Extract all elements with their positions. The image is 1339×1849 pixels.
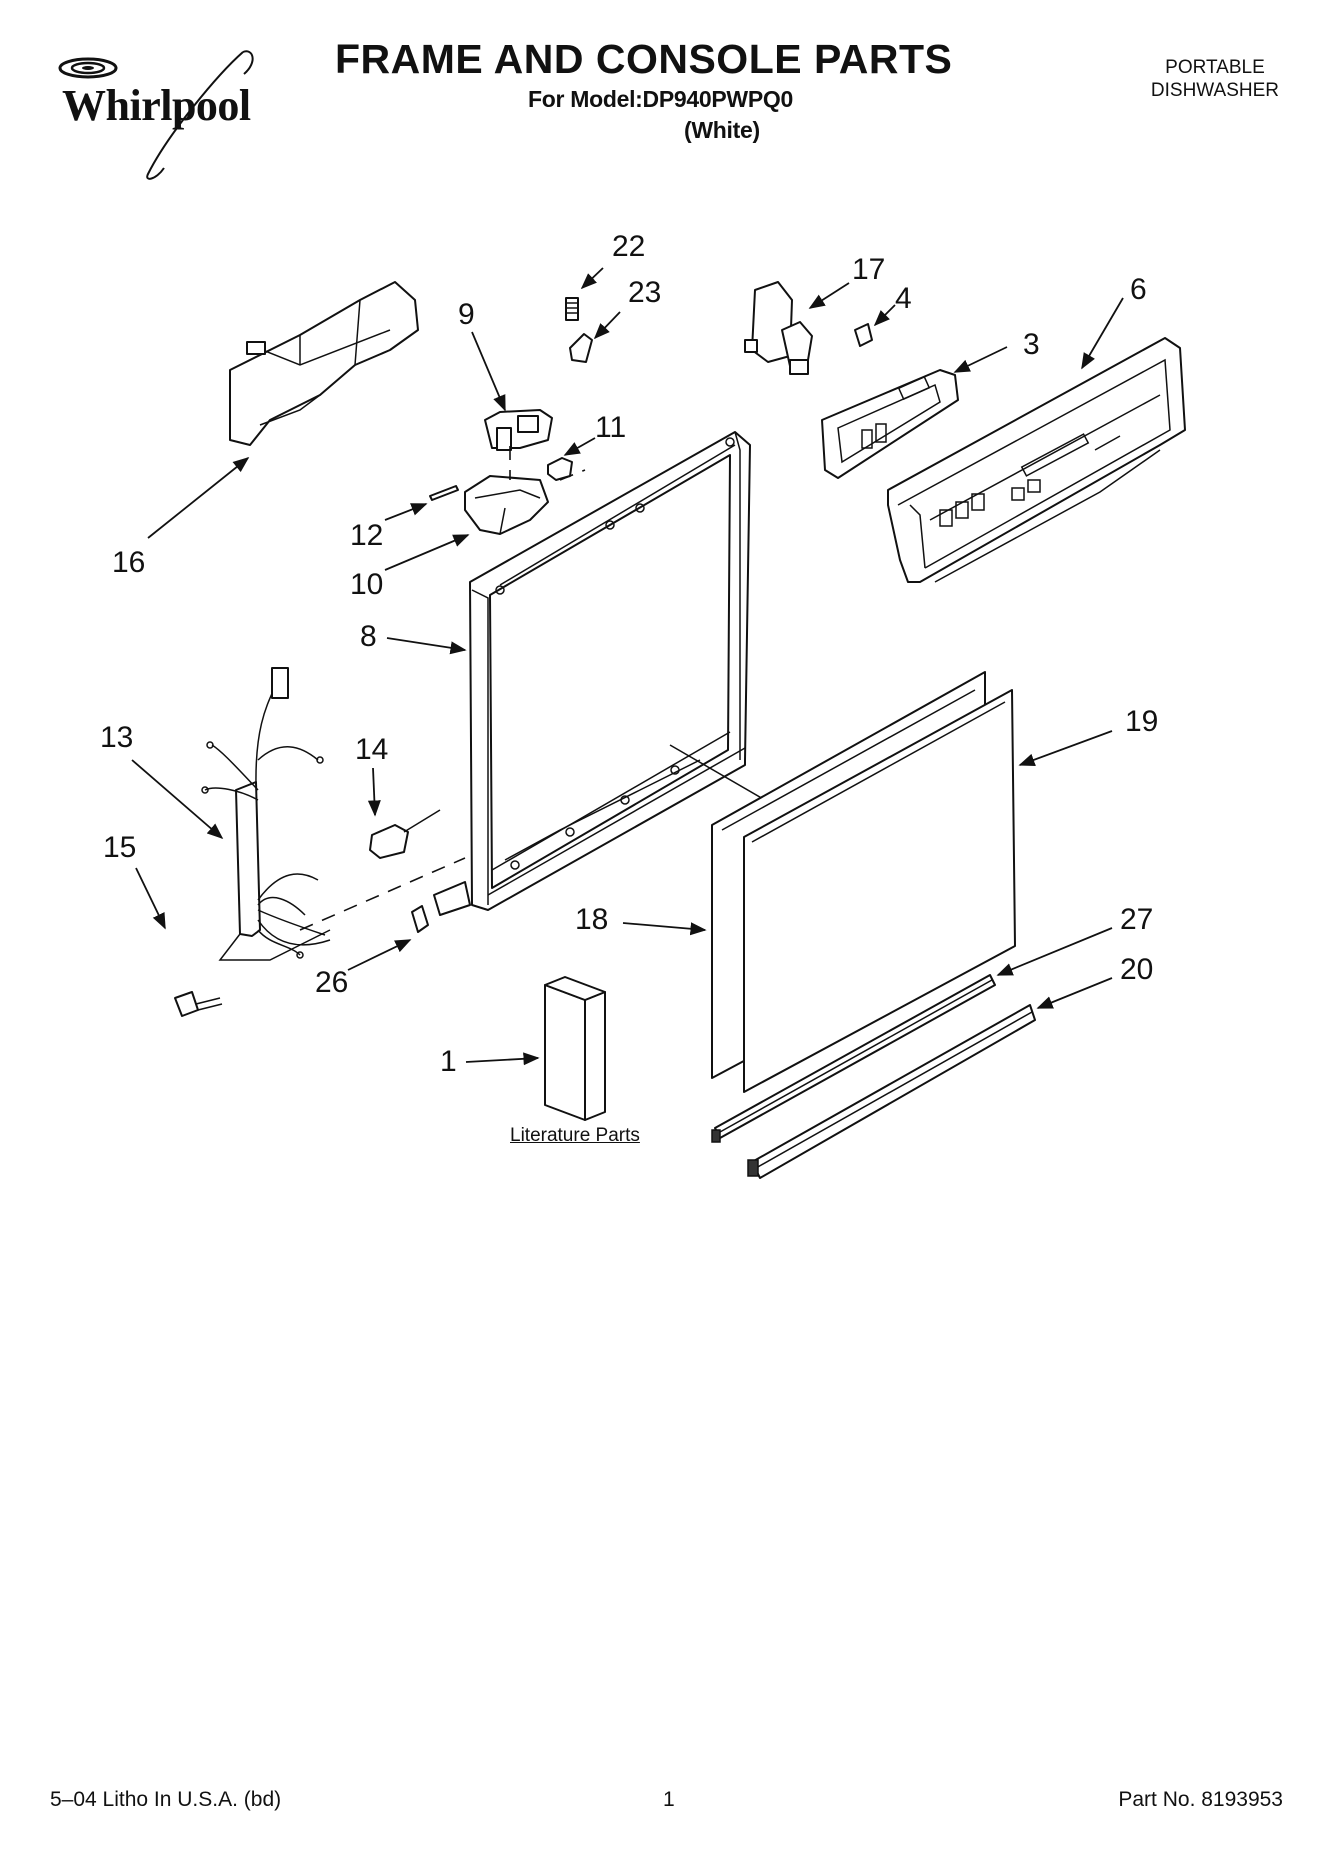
callout-16: 16 <box>112 546 146 579</box>
part-19-outer-door-panel <box>743 689 1016 1093</box>
callout-27: 27 <box>1120 903 1154 936</box>
callout-9: 9 <box>458 298 475 331</box>
callout-18: 18 <box>575 903 609 936</box>
callout-22: 22 <box>612 230 646 263</box>
footer-part-number: Part No. 8193953 <box>1118 1788 1283 1811</box>
callout-15: 15 <box>103 831 137 864</box>
footer-litho: 5–04 Litho In U.S.A. (bd) <box>50 1788 282 1811</box>
part-12-pin <box>429 485 459 501</box>
callout-1: 1 <box>440 1045 457 1078</box>
part-20-bottom-trim <box>747 1004 1036 1179</box>
product-line-1: PORTABLE <box>1165 57 1265 78</box>
callout-4: 4 <box>895 282 912 315</box>
callout-8: 8 <box>360 620 377 653</box>
part-4-clip <box>854 323 873 347</box>
callout-11: 11 <box>595 411 627 444</box>
callout-6: 6 <box>1130 273 1147 306</box>
logo-swirl-graphic <box>58 50 254 180</box>
part-14-door-switch <box>369 809 441 859</box>
part-16-cover <box>229 281 419 446</box>
page-title: FRAME AND CONSOLE PARTS <box>335 36 953 82</box>
hinge-bracket <box>433 881 471 916</box>
part-23-latch <box>569 333 593 363</box>
footer-page-number: 1 <box>663 1788 675 1811</box>
callout-14: 14 <box>355 733 389 766</box>
callout-3: 3 <box>1023 328 1040 361</box>
callout-23: 23 <box>628 276 662 309</box>
part-6-console-panel <box>887 337 1186 583</box>
callout-leader-lines <box>131 267 1124 1066</box>
part-15-screw <box>174 991 223 1017</box>
part-22-spring <box>565 297 579 321</box>
callout-10: 10 <box>350 568 384 601</box>
literature-parts-label: Literature Parts <box>510 1125 640 1146</box>
color-variant: (White) <box>684 117 760 143</box>
product-type: PORTABLE DISHWASHER <box>1151 56 1279 102</box>
model-line: For Model:DP940PWPQ0 <box>528 86 793 112</box>
callout-20: 20 <box>1120 953 1154 986</box>
brand-wordmark: Whirlpool <box>62 81 251 130</box>
part-26-clip <box>411 905 429 933</box>
part-27-trim-strip <box>711 974 996 1143</box>
part-1-literature-booklet <box>544 976 606 1121</box>
part-10-bracket <box>464 475 549 535</box>
callout-13: 13 <box>100 721 134 754</box>
callout-19: 19 <box>1125 705 1159 738</box>
part-3-control-board <box>821 369 959 479</box>
part-17-selector-switch <box>744 281 813 375</box>
part-9-latch-assembly <box>484 409 553 451</box>
part-8-door-frame <box>469 431 751 911</box>
callout-12: 12 <box>350 519 384 552</box>
product-line-2: DISHWASHER <box>1150 80 1279 101</box>
callout-26: 26 <box>315 966 349 999</box>
part-13-wire-harness <box>201 667 331 961</box>
whirlpool-logo <box>48 44 278 184</box>
callout-17: 17 <box>852 253 886 286</box>
